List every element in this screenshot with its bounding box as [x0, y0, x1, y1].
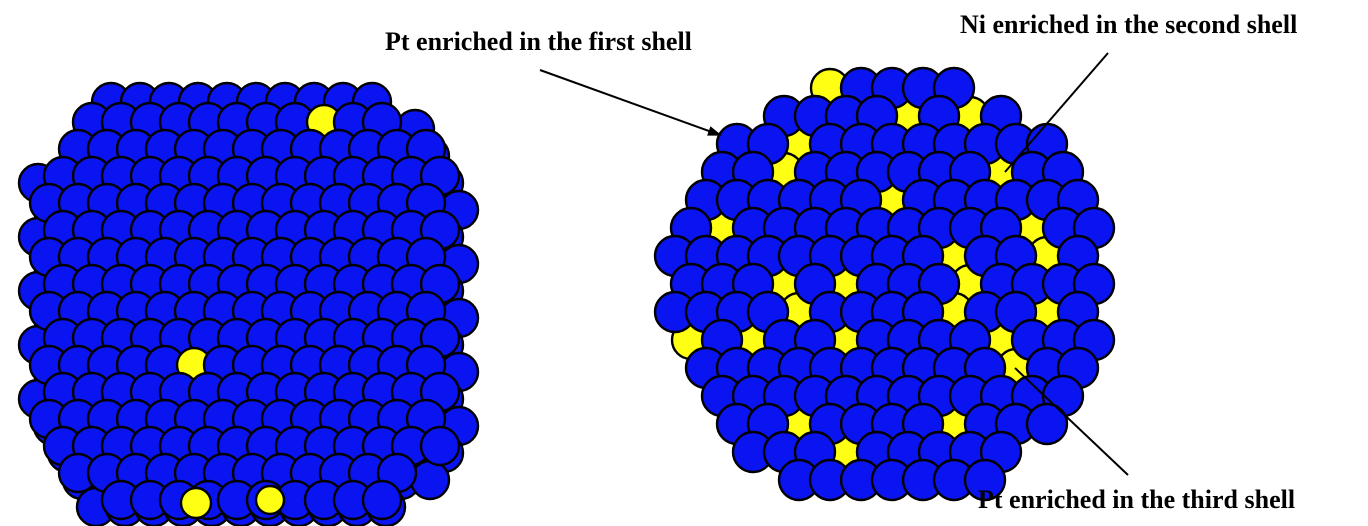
pt-atom [363, 481, 401, 519]
ni-atom [256, 486, 284, 514]
left-cluster-surface-layer [30, 103, 459, 519]
right-cluster [655, 68, 1114, 500]
first-shell-label: Pt enriched in the first shell [385, 27, 692, 56]
ni-atom [181, 488, 211, 518]
pt-atom [411, 461, 449, 499]
left-cluster [19, 83, 478, 526]
right-cluster-atoms [655, 68, 1114, 500]
pt-atom [421, 427, 459, 465]
second-shell-label: Ni enriched in the second shell [960, 10, 1297, 39]
first-shell-arrow [540, 70, 720, 135]
third-shell-label: Pt enriched in the third shell [978, 485, 1295, 514]
pt-atom [1027, 404, 1067, 444]
